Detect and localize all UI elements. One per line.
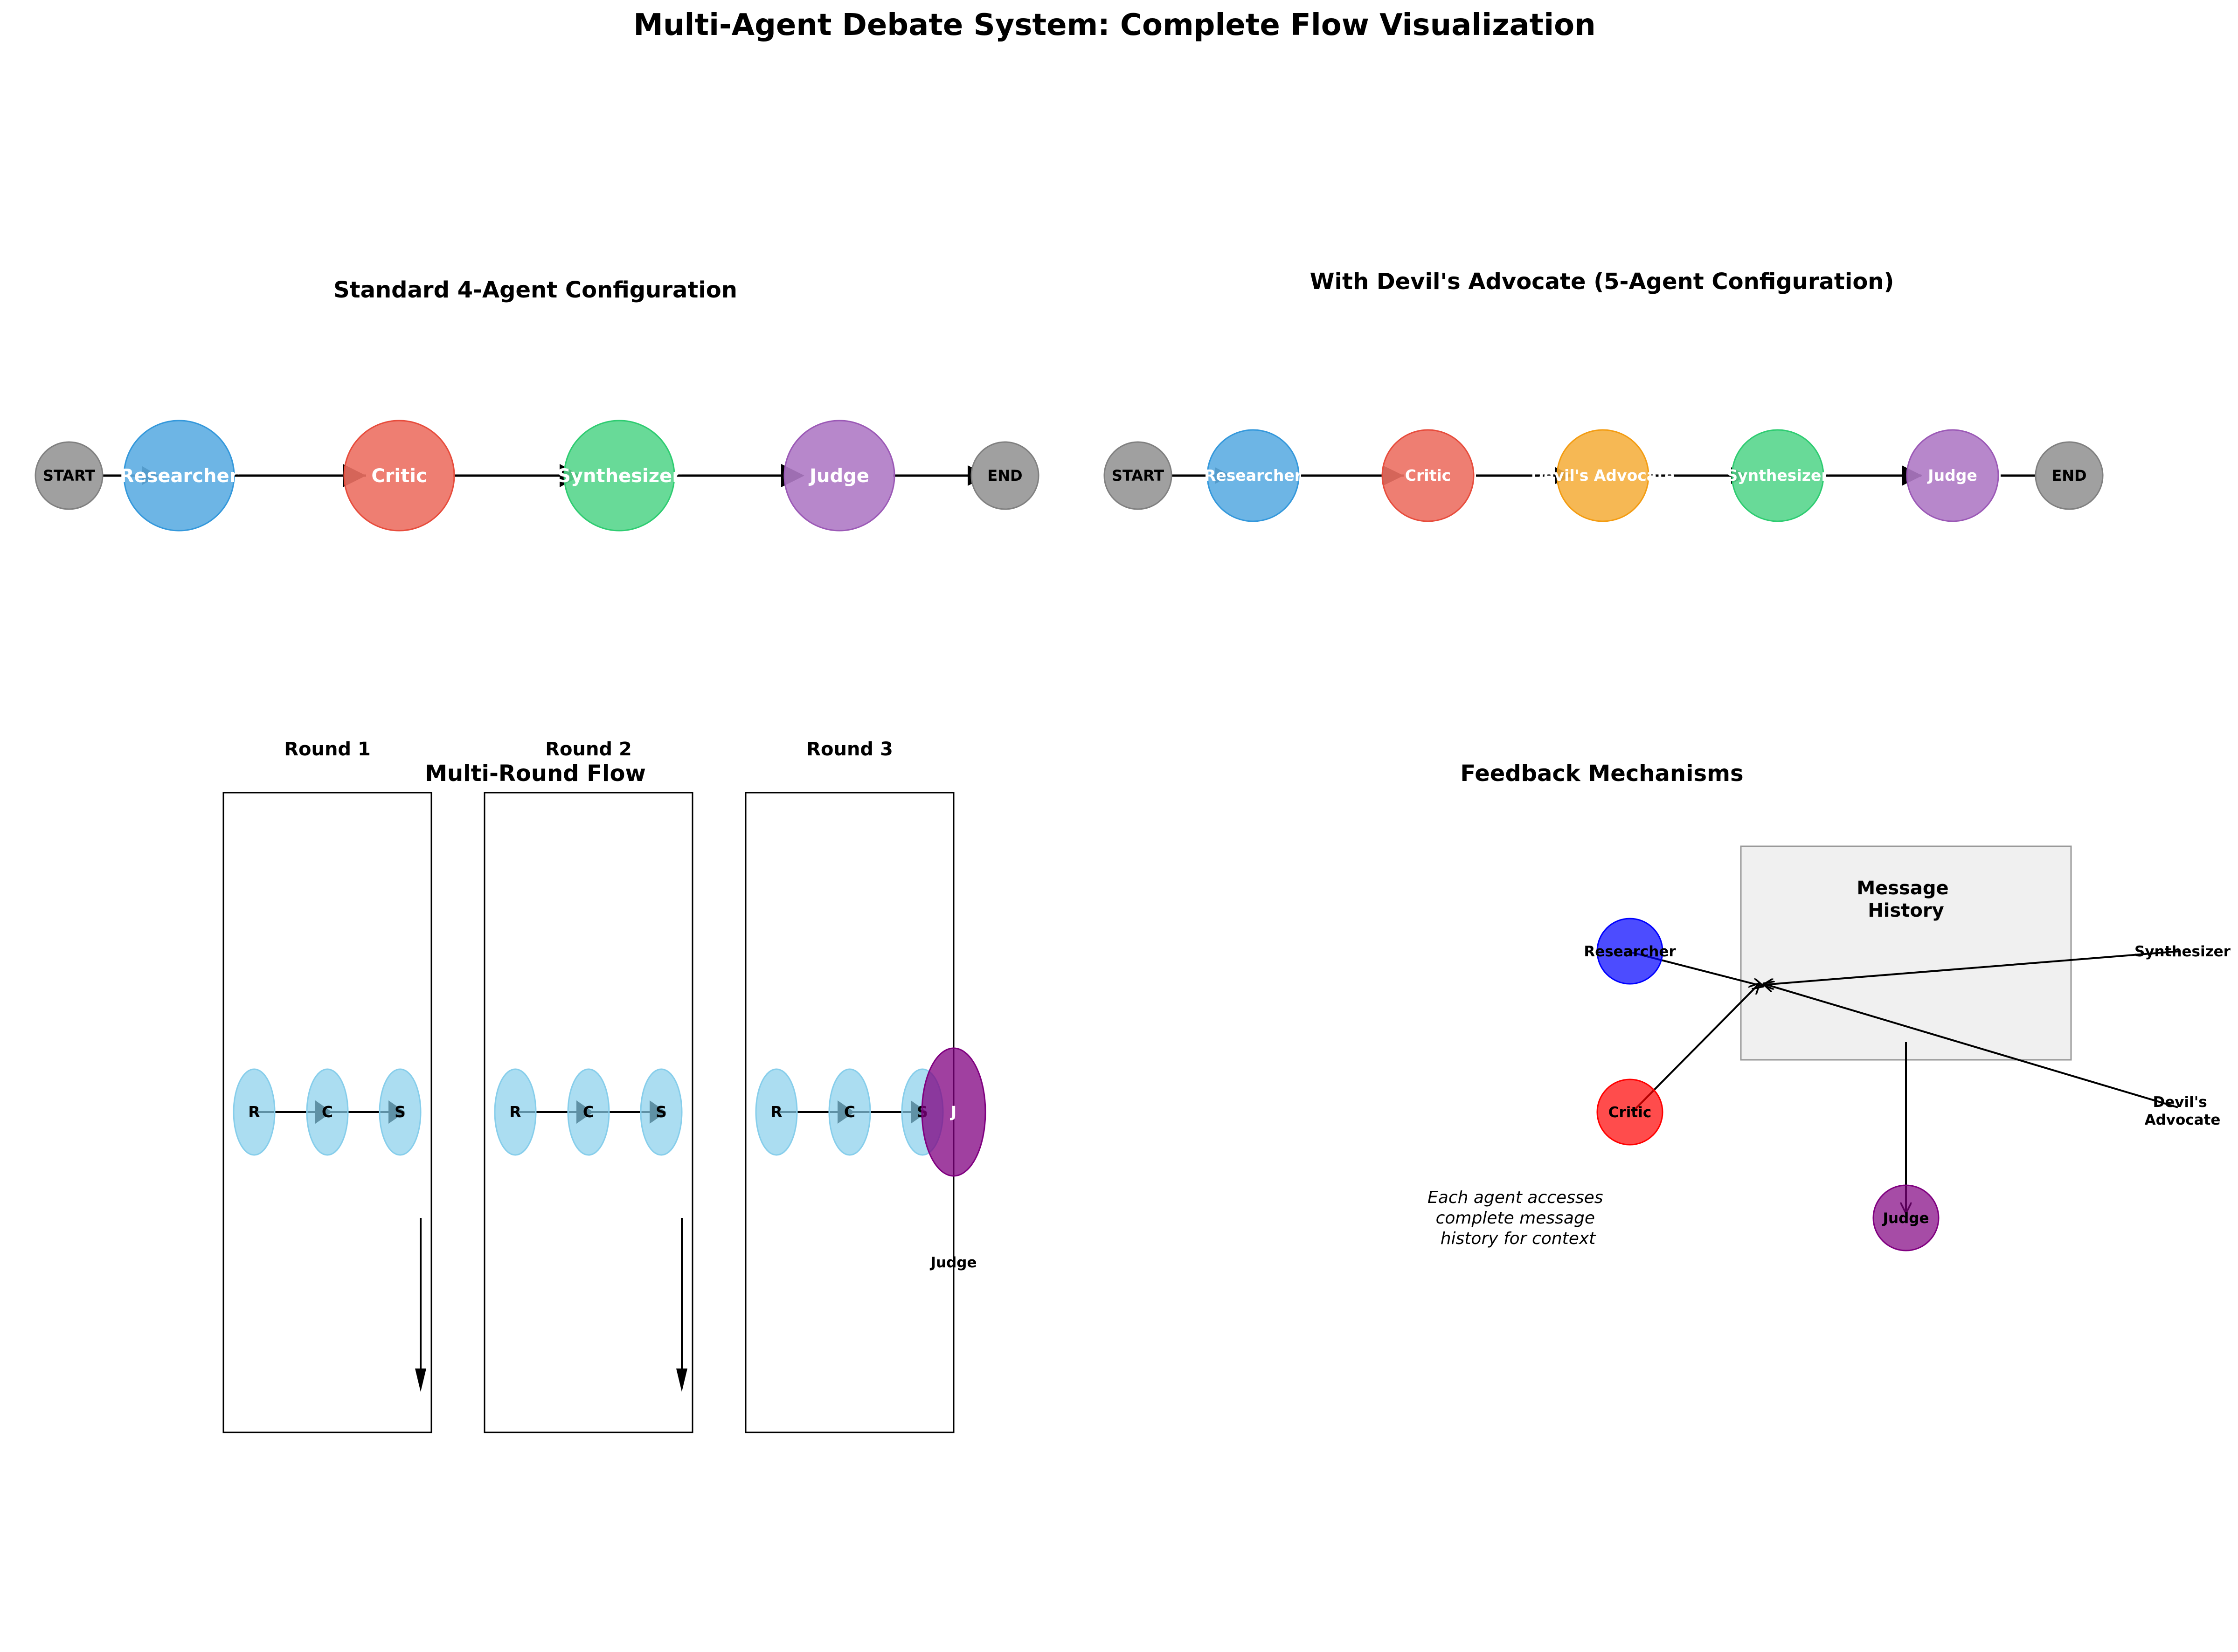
round-2-node-s-label: S — [656, 1103, 667, 1121]
standard-config-panel: Standard 4-Agent Configuration START Res… — [35, 277, 1039, 532]
round-2-node-c-label: C — [583, 1103, 594, 1121]
multi-round-title: Multi-Round Flow — [425, 760, 646, 787]
standard-node-critic — [343, 420, 455, 532]
round-1-node-r-label: R — [248, 1103, 260, 1121]
round-1-node-c-label: C — [322, 1103, 333, 1121]
devils-node-synthesizer — [1731, 429, 1824, 522]
standard-node-critic-label: Critic — [371, 465, 427, 487]
round-1-node-s-label: S — [395, 1103, 406, 1121]
devils-config-title: With Devil's Advocate (5-Agent Configura… — [1310, 269, 1894, 295]
devils-node-start — [1103, 441, 1172, 510]
standard-node-start-label: START — [43, 467, 95, 484]
main-title: Multi-Agent Debate System: Complete Flow… — [633, 8, 1595, 42]
feedback-agent-researcher — [1596, 918, 1663, 985]
feedback-agent-critic — [1596, 1078, 1663, 1146]
feedback-agent-judge — [1872, 1184, 1940, 1251]
round-1: Round 1 R C S — [222, 739, 432, 1433]
devils-node-critic-label: Critic — [1405, 466, 1451, 484]
devils-node-critic — [1381, 429, 1475, 522]
round-3-node-r — [755, 1068, 798, 1156]
feedback-title: Feedback Mechanisms — [1460, 760, 1743, 787]
devils-node-devils-advocate-label: Devil's Advocate — [1531, 466, 1675, 484]
round-1-box — [222, 792, 432, 1433]
round-1-node-s — [379, 1068, 422, 1156]
round-2-node-r — [494, 1068, 537, 1156]
feedback-agent-critic-label: Critic — [1608, 1104, 1652, 1121]
devils-node-researcher — [1206, 429, 1300, 522]
round-3-node-r-label: R — [770, 1103, 782, 1121]
round-2-down-arrowhead — [676, 1369, 687, 1392]
feedback-note: Each agent accesses complete message his… — [1427, 1188, 1608, 1248]
feedback-agent-synthesizer-label: Synthesizer — [2134, 943, 2231, 960]
devils-config-panel: With Devil's Advocate (5-Agent Configura… — [1103, 269, 2104, 522]
feedback-agent-devils-label: Devil's Advocate — [2145, 1094, 2221, 1128]
devils-node-start-label: START — [1112, 467, 1164, 484]
round-3-node-judge — [921, 1047, 986, 1177]
feedback-note-line-2: complete message — [1436, 1209, 1595, 1228]
devils-node-end-label: END — [2051, 467, 2086, 484]
message-history-line-2: History — [1868, 900, 1944, 921]
devils-node-synthesizer-label: Synthesizer — [1726, 466, 1829, 484]
round-3-node-c — [828, 1068, 871, 1156]
feedback-agent-judge-label: Judge — [1882, 1210, 1929, 1227]
devils-nodes: START Researcher Critic Devil's Advocate… — [1103, 429, 2104, 522]
standard-node-judge — [783, 420, 895, 532]
devils-node-devils-advocate — [1556, 429, 1649, 522]
round-2-node-r-label: R — [509, 1103, 521, 1121]
round-3-node-judge-letter: J — [950, 1103, 956, 1121]
standard-node-researcher-label: Researcher — [120, 465, 239, 487]
round-2-box — [484, 792, 693, 1433]
arrow-synthesizer-history — [1764, 950, 2181, 985]
round-2: Round 2 R C S — [484, 739, 693, 1433]
round-2-label: Round 2 — [545, 739, 632, 760]
round-1-node-c — [306, 1068, 349, 1156]
round-1-label: Round 1 — [284, 739, 371, 760]
standard-node-start — [35, 441, 104, 510]
standard-nodes: START Researcher Critic Synthesizer Judg… — [35, 420, 1039, 532]
devils-node-judge — [1906, 429, 1999, 522]
feedback-note-line-1: Each agent accesses — [1427, 1188, 1603, 1207]
message-history-box — [1740, 845, 2072, 1061]
round-3-judge-label: Judge — [929, 1254, 977, 1271]
round-1-down-arrowhead — [415, 1369, 426, 1392]
multi-round-panel: Multi-Round Flow Round 1 R C S Round 2 — [222, 739, 986, 1433]
round-3: Round 3 R C S J Judge — [745, 739, 986, 1433]
standard-node-researcher — [123, 420, 235, 532]
standard-node-synthesizer-label: Synthesizer — [557, 465, 681, 487]
round-2-node-s — [640, 1068, 683, 1156]
feedback-panel: Feedback Mechanisms Message History Rese… — [1427, 760, 2231, 1251]
feedback-devils-line-2: Advocate — [2145, 1112, 2221, 1128]
standard-node-synthesizer — [563, 420, 675, 532]
message-history-line-1: Message — [1857, 878, 1948, 899]
standard-config-title: Standard 4-Agent Configuration — [333, 277, 737, 303]
round-3-label: Round 3 — [806, 739, 893, 760]
round-1-node-r — [233, 1068, 276, 1156]
round-2-node-c — [567, 1068, 610, 1156]
round-3-node-c-label: C — [844, 1103, 855, 1121]
standard-node-end-label: END — [987, 467, 1022, 484]
feedback-devils-line-1: Devil's — [2153, 1094, 2207, 1111]
standard-node-end — [970, 441, 1039, 510]
arrow-devils-history — [1764, 984, 2178, 1108]
feedback-agent-researcher-label: Researcher — [1584, 943, 1676, 960]
devils-node-researcher-label: Researcher — [1204, 466, 1303, 484]
standard-node-judge-label: Judge — [808, 465, 869, 487]
message-history-label: Message History — [1857, 878, 1955, 921]
feedback-note-line-3: history for context — [1441, 1229, 1596, 1248]
devils-node-end — [2035, 441, 2104, 510]
devils-node-judge-label: Judge — [1927, 466, 1977, 484]
